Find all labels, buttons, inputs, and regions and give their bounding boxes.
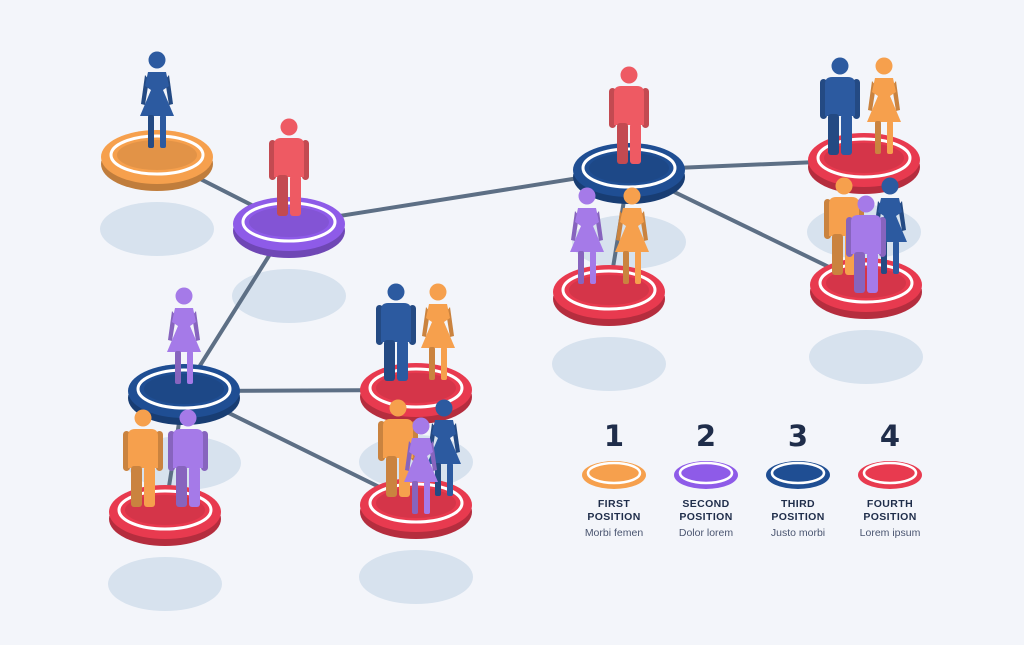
navy-pad-icon — [766, 461, 830, 489]
legend-title-line1: THIRD — [780, 498, 816, 510]
female-person-icon — [421, 283, 455, 380]
red-pad-icon — [858, 461, 922, 489]
male-person-icon — [168, 409, 208, 507]
pad-ring — [109, 134, 205, 176]
legend-subtitle: Morbi femen — [584, 527, 644, 539]
male-person-icon — [820, 57, 860, 155]
purple-pad-icon — [674, 461, 738, 489]
legend-title-line2: POSITION — [771, 511, 825, 523]
legend-item-fourth: 4 FOURTH POSITION Lorem ipsum — [842, 418, 938, 540]
legend-title-line1: FIRST — [597, 498, 631, 510]
female-person-icon — [570, 187, 604, 284]
pad-shadow — [100, 202, 214, 256]
legend-subtitle: Dolor lorem — [678, 527, 734, 539]
legend-subtitle: Justo morbi — [770, 527, 826, 539]
pad-ring — [117, 489, 213, 531]
female-person-icon — [167, 287, 201, 384]
legend-item-third: 3 THIRD POSITION Justo morbi — [750, 418, 846, 540]
pad-ring — [136, 368, 232, 410]
connector-line — [287, 168, 631, 226]
pad-ring — [581, 147, 677, 189]
node-fourth-position — [808, 57, 920, 194]
female-person-icon — [867, 57, 901, 154]
node-first-position — [101, 51, 213, 191]
node-third-position — [128, 287, 240, 425]
legend-subtitle: Lorem ipsum — [859, 527, 921, 539]
node-second-position — [233, 118, 345, 258]
pad-shadow — [232, 269, 346, 323]
male-person-icon — [269, 118, 309, 216]
male-person-icon — [609, 66, 649, 164]
female-person-icon — [404, 417, 438, 514]
node-fourth-position — [810, 177, 922, 319]
pad-shadow — [552, 337, 666, 391]
legend: 1 FIRST POSITION Morbi femen 2 SECOND PO… — [560, 418, 940, 568]
pad-ring — [816, 137, 912, 179]
male-person-icon — [123, 409, 163, 507]
node-layer — [101, 51, 922, 546]
node-third-position — [573, 66, 685, 204]
female-person-icon — [140, 51, 174, 148]
orange-pad-icon — [582, 461, 646, 489]
female-person-icon — [615, 187, 649, 284]
pad-ring — [368, 367, 464, 409]
node-fourth-position — [360, 399, 472, 539]
node-fourth-position — [109, 409, 221, 546]
male-person-icon — [378, 399, 418, 497]
male-person-icon — [846, 195, 886, 293]
legend-title-line2: POSITION — [863, 511, 917, 523]
legend-title-line1: FOURTH — [866, 498, 914, 510]
legend-item-first: 1 FIRST POSITION Morbi femen — [566, 418, 662, 540]
node-fourth-position — [553, 187, 665, 326]
legend-number: 1 — [603, 419, 625, 453]
pad-ring — [241, 201, 337, 243]
legend-title-line2: POSITION — [679, 511, 733, 523]
legend-number: 3 — [787, 419, 809, 453]
pad-ring — [561, 269, 657, 311]
legend-title-line2: POSITION — [587, 511, 641, 523]
male-person-icon — [376, 283, 416, 381]
pad-shadow — [359, 550, 473, 604]
legend-number: 4 — [879, 419, 901, 453]
female-person-icon — [427, 399, 461, 496]
pad-shadow — [809, 330, 923, 384]
node-fourth-position — [360, 283, 472, 424]
legend-title-line1: SECOND — [682, 498, 730, 510]
pad-shadow — [108, 557, 222, 611]
pad-ring — [818, 262, 914, 304]
legend-item-second: 2 SECOND POSITION Dolor lorem — [658, 418, 754, 540]
legend-number: 2 — [695, 419, 717, 453]
